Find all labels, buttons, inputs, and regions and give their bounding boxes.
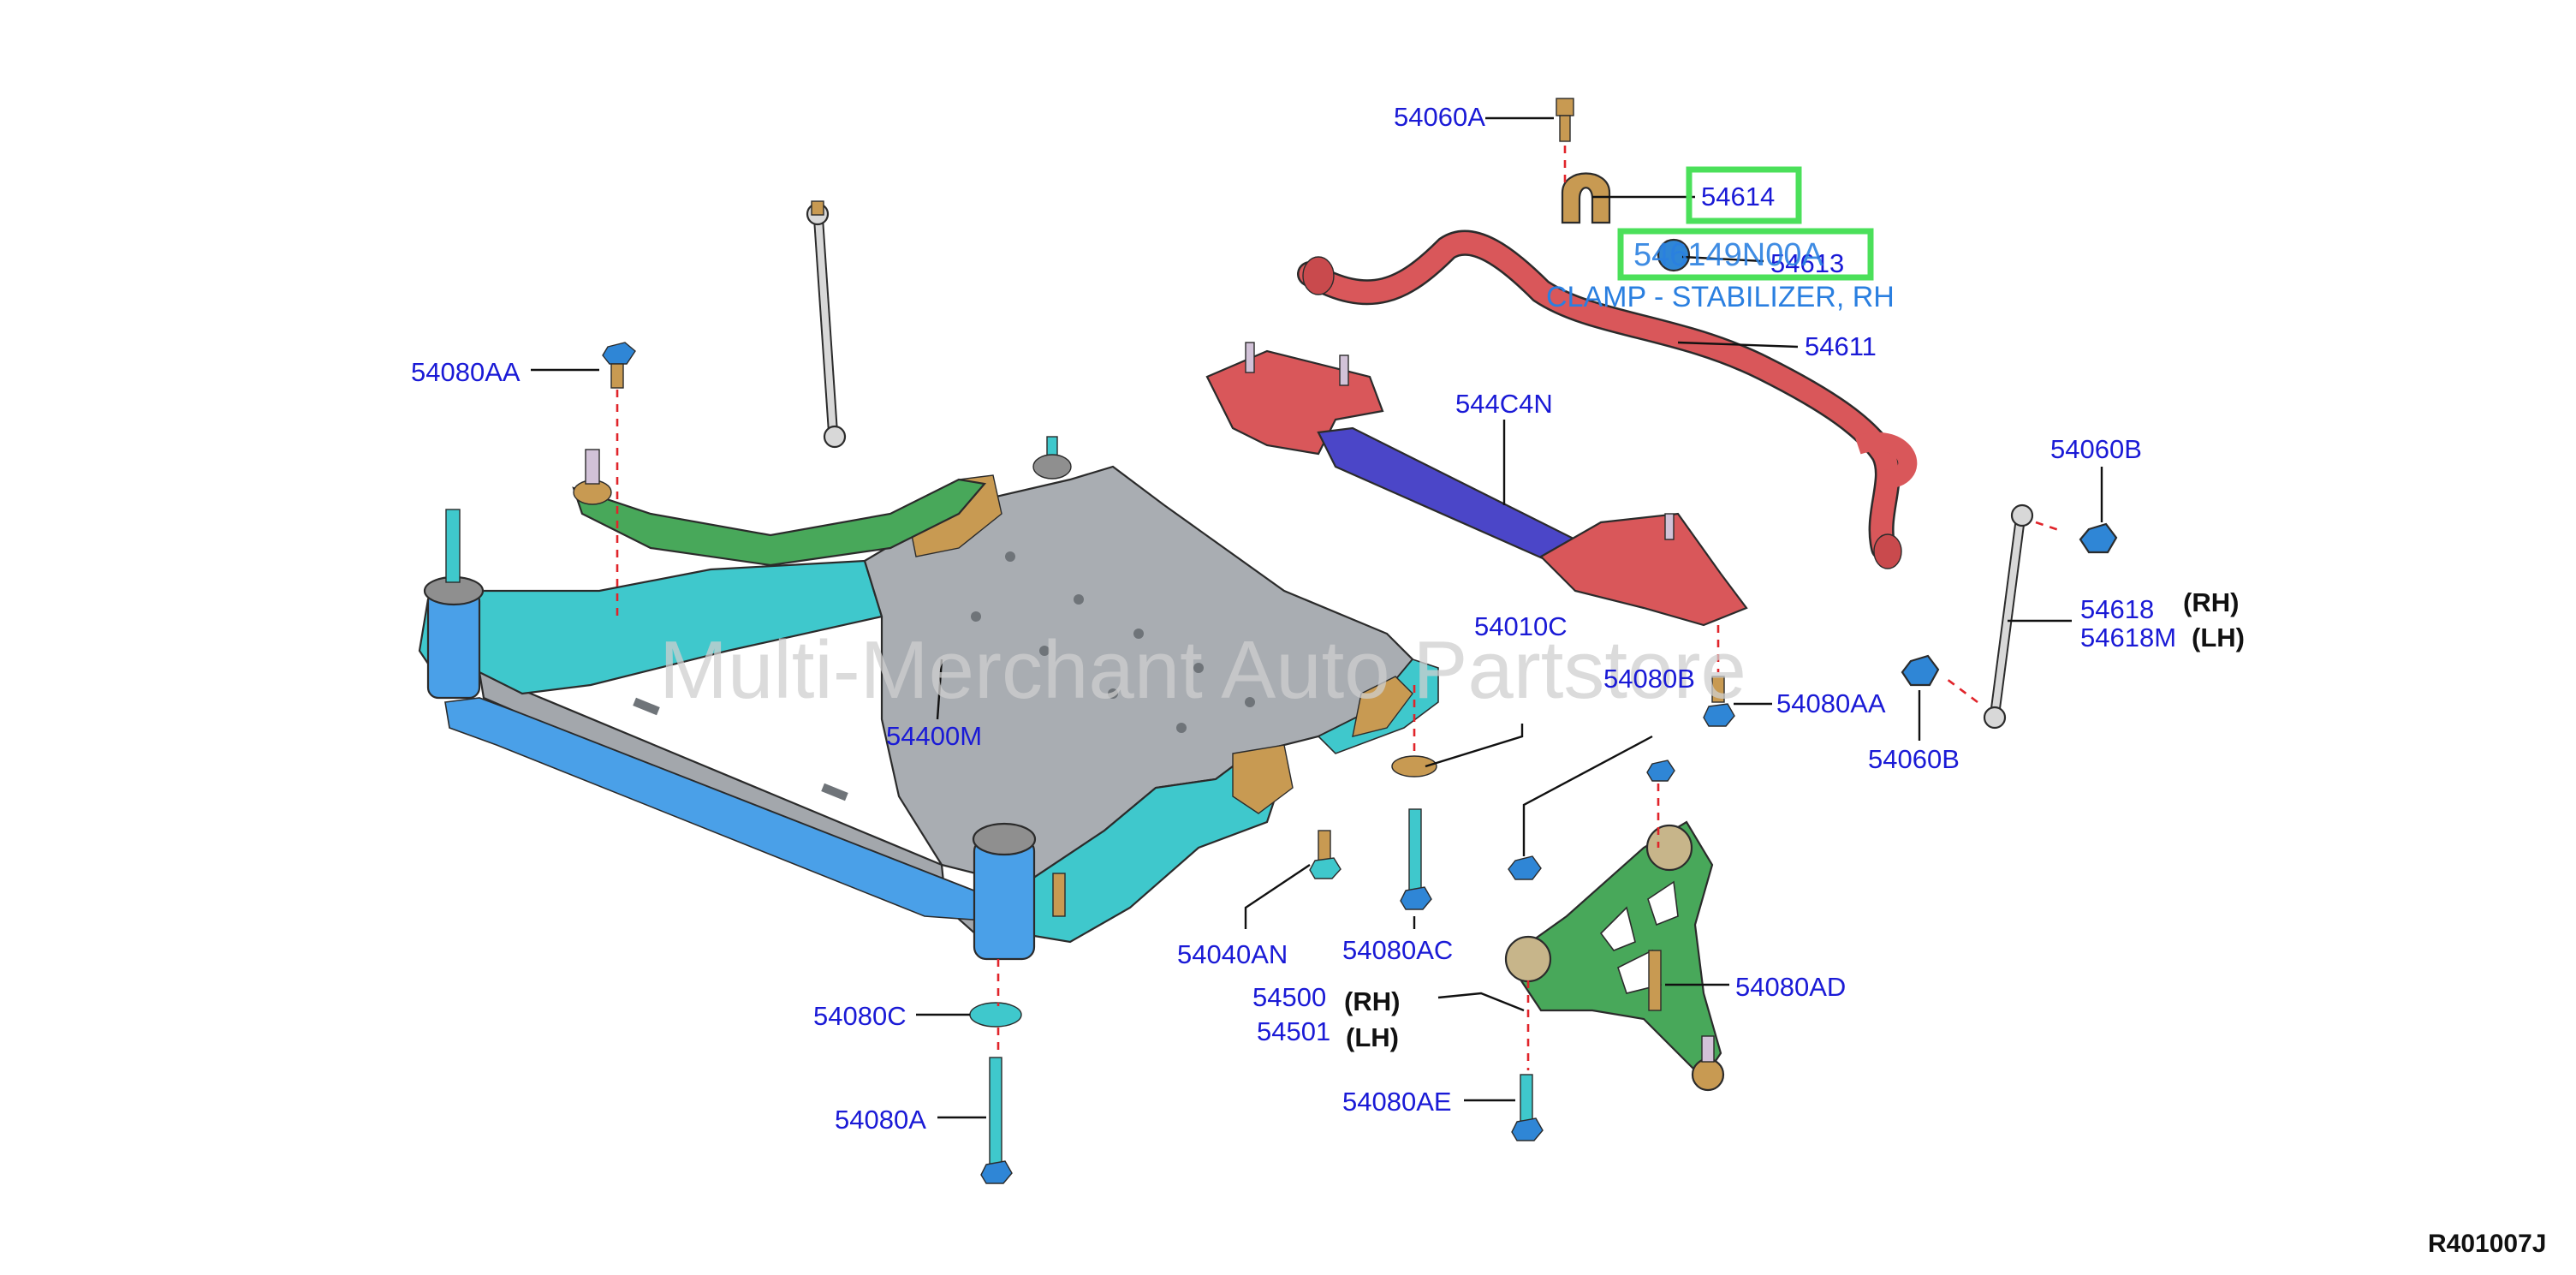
bolt-54080AC: [1400, 808, 1432, 910]
brace-stud-c: [1664, 513, 1675, 540]
brace-right-plate: [1539, 512, 1748, 627]
assembly-guides: [616, 146, 1720, 1070]
stabilizer-link-54618: [1942, 503, 2062, 730]
stabilizer-clamp-54614: [1561, 172, 1691, 272]
control-arm-ball-joint: [1691, 1058, 1725, 1092]
crossmember-bracket-lower: [1232, 744, 1294, 814]
label-54080AA-right[interactable]: 54080AA: [1776, 688, 1886, 718]
rear-lower-arm-body: [572, 478, 987, 567]
front-mount-bolt: [1052, 873, 1066, 917]
label-54611[interactable]: 54611: [1805, 331, 1877, 361]
label-54500[interactable]: 54500: [1252, 982, 1326, 1012]
crossmember-bracket-right: [1352, 676, 1413, 737]
bolt-54080AE: [1511, 1074, 1544, 1141]
label-54060B-top[interactable]: 54060B: [2050, 434, 2142, 464]
label-54500-rh: (RH): [1344, 986, 1400, 1016]
bolt-54060A: [1556, 98, 1574, 142]
label-54080C[interactable]: 54080C: [813, 1001, 907, 1031]
rear-lower-arm-stud: [585, 449, 600, 485]
highlight-description: CLAMP - STABILIZER, RH: [1546, 281, 1895, 313]
front-mount-cap: [972, 822, 1037, 856]
nut-rear-tower: [1032, 436, 1072, 480]
label-54501[interactable]: 54501: [1257, 1016, 1330, 1046]
drawing-number: R401007J: [2428, 1230, 2546, 1258]
washer-54080C: [969, 1002, 1022, 1028]
tension-brace-544C4N: [1205, 342, 1748, 627]
bolt-54080AA-left: [602, 342, 636, 389]
highlight-part-number[interactable]: 546149N00A: [1633, 237, 1824, 273]
label-54060A[interactable]: 54060A: [1394, 102, 1485, 132]
left-rear-mount-bushing: [426, 589, 481, 700]
label-54080B[interactable]: 54080B: [1603, 664, 1695, 694]
bolt-54040AN: [1309, 830, 1342, 879]
label-54060B-bottom[interactable]: 54060B: [1868, 744, 1960, 774]
washer-54010C: [1391, 755, 1437, 778]
nut-control-arm: [1508, 855, 1542, 880]
label-54080AE[interactable]: 54080AE: [1342, 1087, 1452, 1117]
stabilizer-bar-54611: [1297, 229, 1918, 569]
front-mount-bushing: [973, 837, 1036, 961]
front-mount: [972, 822, 1066, 961]
nut-54080B: [1646, 760, 1675, 782]
lower-control-arm-54500: [1504, 820, 1725, 1092]
stabilizer-bar-bend: [1854, 432, 1918, 489]
label-54080AC[interactable]: 54080AC: [1342, 935, 1453, 965]
label-544C4N[interactable]: 544C4N: [1455, 389, 1553, 419]
control-arm-bushing-rear: [1645, 824, 1693, 872]
left-rear-mount-stud: [445, 509, 461, 583]
highlight-box-546149N00A[interactable]: [1617, 228, 1874, 281]
label-54618-rh: (RH): [2183, 587, 2239, 617]
stabilizer-bushing-54613: [1657, 238, 1691, 272]
left-rear-mount: [423, 509, 485, 700]
clamp-body: [1561, 172, 1611, 224]
label-54501-lh: (LH): [1346, 1022, 1399, 1052]
leader-lines: [531, 116, 2103, 1119]
brace-stud-a: [1245, 342, 1255, 373]
stabilizer-bar-eye-right: [1873, 533, 1902, 569]
stabilizer-link-left: [806, 200, 847, 449]
label-54618M-lh: (LH): [2192, 623, 2245, 652]
rear-lower-arm: [572, 449, 987, 567]
stabilizer-link-rod: [1991, 517, 2024, 716]
stabilizer-bar-eye-left: [1302, 256, 1335, 295]
brace-bar: [1317, 426, 1577, 567]
label-54080AD[interactable]: 54080AD: [1735, 972, 1846, 1002]
label-54613[interactable]: 54613: [1770, 248, 1844, 278]
part-labels: 54060A 54614 54613 54611 544C4N 54060B 5…: [411, 102, 2245, 1135]
crossmember-holes: [633, 551, 1255, 801]
highlight-box-54614[interactable]: [1686, 166, 1802, 224]
label-54618M[interactable]: 54618M: [2080, 623, 2176, 652]
bolt-54080AA-right: [1703, 676, 1735, 727]
label-54400M[interactable]: 54400M: [886, 721, 982, 751]
bolt-54080A: [980, 1057, 1013, 1184]
brace-stud-b: [1339, 354, 1349, 386]
stabilizer-bar-body: [1299, 232, 1899, 559]
label-54080A[interactable]: 54080A: [835, 1105, 926, 1135]
fasteners: [602, 342, 1735, 1184]
label-54614[interactable]: 54614: [1701, 182, 1775, 212]
bolt-54080AD: [1648, 950, 1662, 1011]
label-54010C[interactable]: 54010C: [1474, 611, 1568, 641]
nut-54060B-bottom: [1901, 654, 1940, 687]
brace-left-plate: [1205, 349, 1384, 456]
nut-54060B-top: [2079, 522, 2118, 554]
label-54080AA-left[interactable]: 54080AA: [411, 357, 521, 387]
control-arm-bushing-front: [1504, 935, 1552, 983]
label-54040AN[interactable]: 54040AN: [1177, 939, 1288, 969]
watermark: Multi-Merchant Auto Partstore: [659, 624, 1746, 716]
label-54618[interactable]: 54618: [2080, 594, 2154, 624]
